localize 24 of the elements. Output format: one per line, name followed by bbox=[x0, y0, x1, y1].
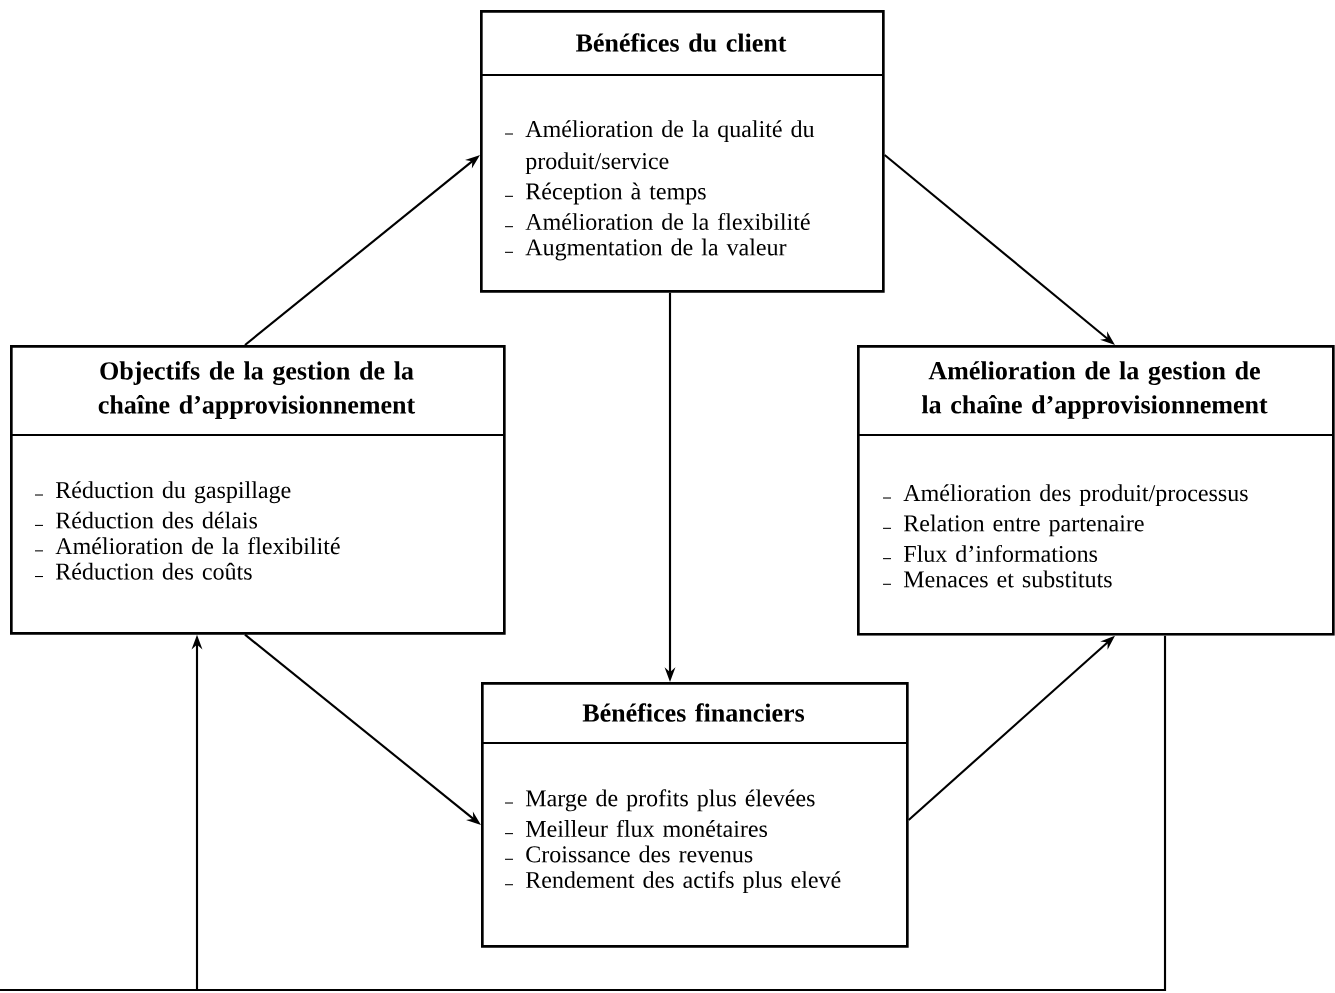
text-box bbox=[9, 345, 506, 635]
text-box bbox=[856, 345, 1335, 636]
list-item: Augmentation de la valeur bbox=[504, 238, 787, 261]
list-item: Rendement des actifs plus elevé bbox=[504, 871, 841, 893]
text-box bbox=[480, 682, 909, 948]
list-item: Réduction des délais bbox=[34, 511, 258, 529]
list-item: Amélioration de la flexibilité bbox=[34, 537, 340, 555]
box-heading: Objectifs de la gestion de la chaîne d’approvisionnement bbox=[98, 361, 416, 419]
list-item: Amélioration de la qualité du produit/service bbox=[504, 120, 815, 175]
list-item: Croissance des revenus bbox=[504, 845, 753, 863]
text-box bbox=[479, 10, 885, 293]
list-item: Meilleur flux monétaires bbox=[504, 819, 767, 837]
list-item: Réception à temps bbox=[504, 182, 706, 205]
list-item: Réduction du gaspillage bbox=[34, 481, 291, 504]
list-item: Amélioration des produit/processus bbox=[882, 484, 1248, 507]
list-item: Réduction des coûts bbox=[34, 562, 252, 580]
list-item: Amélioration de la flexibilité bbox=[504, 212, 810, 231]
box-heading: Bénéfices du client bbox=[576, 33, 787, 52]
list-item: Marge de profits plus élevées bbox=[504, 789, 815, 812]
box-heading: Bénéfices financiers bbox=[582, 703, 805, 722]
list-item: Menaces et substituts bbox=[882, 570, 1112, 588]
list-item: Flux d’informations bbox=[882, 544, 1098, 563]
list-item: Relation entre partenaire bbox=[882, 514, 1144, 537]
box-heading: Amélioration de la gestion de la chaîne d’approvisionnement bbox=[921, 361, 1268, 419]
